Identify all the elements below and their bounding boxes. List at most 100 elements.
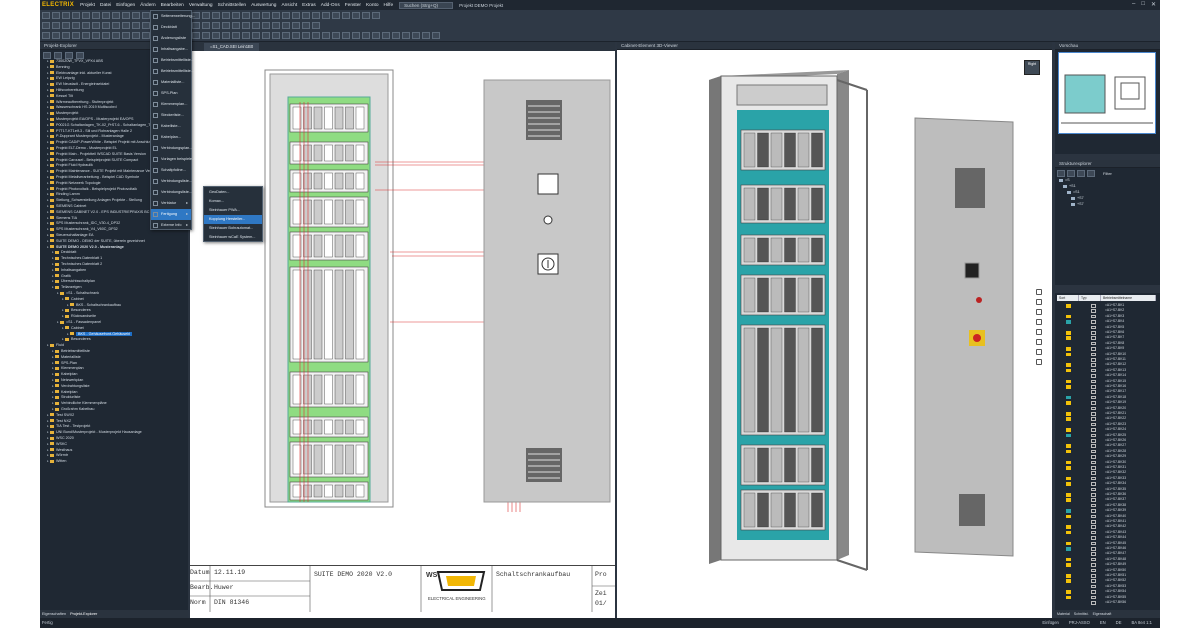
toolbar-button[interactable] [112, 32, 120, 39]
toolbar-button[interactable] [62, 32, 70, 39]
context-menu-item[interactable]: Materialliste... [151, 77, 191, 88]
device-row[interactable]: =A1+S7-BK36 [1057, 492, 1156, 497]
context-menu-item[interactable]: Vorlagen beispiele... [151, 154, 195, 165]
context-menu-item[interactable]: Schaltpfoline... [151, 165, 191, 176]
toolbar-button[interactable] [312, 12, 320, 19]
tree-item[interactable]: ▸Technisches Datenblatt 1 [42, 256, 102, 262]
print-icon[interactable] [1036, 359, 1042, 365]
menu-item[interactable]: Verwaltung [188, 2, 213, 8]
toolbar-button[interactable] [202, 32, 210, 39]
device-row[interactable]: =A1+S7-BK22 [1057, 416, 1156, 421]
expand-toggle-icon[interactable]: ▸ [47, 88, 49, 92]
expand-toggle-icon[interactable]: ▸ [47, 64, 49, 69]
expand-toggle-icon[interactable]: ▸ [47, 122, 49, 127]
toolbar-button[interactable] [242, 32, 250, 39]
toolbar-button[interactable] [62, 12, 70, 19]
expand-toggle-icon[interactable]: ▸ [62, 308, 64, 313]
submenu-item[interactable]: Steinhauer wCaE System... [204, 233, 262, 242]
device-row[interactable]: =A1+S7-BK38 [1057, 503, 1156, 508]
device-row[interactable]: =A1+S7-BK33 [1057, 476, 1156, 481]
expand-toggle-icon[interactable]: ▸ [52, 250, 54, 255]
tab-cabinet-document[interactable]: =S1_CAD.SEI Lein1B0 [204, 43, 260, 51]
toolbar-button[interactable] [262, 12, 270, 19]
col-betriebsmittel[interactable]: Betriebsmittelname [1101, 295, 1156, 301]
expand-toggle-icon[interactable]: ▸ [47, 111, 49, 116]
device-row[interactable]: =A1+S7-BK50 [1057, 568, 1156, 573]
submenu-item[interactable]: Komax... [204, 197, 262, 206]
tree-item[interactable]: ▸Materialliste [42, 355, 81, 361]
overview-thumbnail[interactable] [1058, 52, 1156, 134]
rotate-icon[interactable] [1036, 329, 1042, 335]
expand-toggle-icon[interactable]: ▸ [47, 441, 49, 446]
new-project-icon[interactable] [43, 52, 51, 59]
context-menu-item[interactable]: SPS-Plan [151, 88, 191, 99]
submenu-item[interactable]: Steinhauer PWA... [204, 206, 262, 215]
structure-node[interactable]: +S7 [1055, 196, 1084, 202]
tree-item[interactable]: ▸Elektroanlage inkl. aktueller Kunst [42, 71, 112, 77]
submenu-item[interactable]: Steinhauer Bohrautomat... [204, 224, 262, 233]
expand-toggle-icon[interactable]: ▸ [47, 204, 49, 208]
tree-item[interactable]: ▸SUITE DEMO 2020 V2.0 - Musteranlage [42, 245, 124, 251]
toolbar-button[interactable] [372, 32, 380, 39]
toolbar-button[interactable] [302, 12, 310, 19]
tree-item[interactable]: ▸7300Z0W_TFVX_VPX4 ABS [42, 59, 103, 65]
device-row[interactable]: =A1+S7-BK12 [1057, 362, 1156, 367]
menu-item[interactable]: Ansicht [281, 2, 298, 8]
toolbar-button[interactable] [332, 32, 340, 39]
expand-toggle-icon[interactable]: ▸ [47, 59, 49, 63]
tree-item[interactable]: ▸=S1 - Schaltschrank [42, 291, 99, 297]
context-menu-item[interactable]: Kabelplan... [151, 132, 191, 143]
toolbar-button[interactable] [312, 22, 320, 29]
toolbar-button[interactable] [212, 32, 220, 39]
minimize-icon[interactable]: – [1132, 1, 1136, 7]
toolbar-button[interactable] [82, 12, 90, 19]
tree-item[interactable]: ▸Projekt ELT-Demo - Musterprojekt EL [42, 146, 117, 152]
toolbar-button[interactable] [202, 22, 210, 29]
toolbar-button[interactable] [332, 12, 340, 19]
device-row[interactable]: =A1+S7-BK23 [1057, 422, 1156, 427]
toolbar-button[interactable] [92, 22, 100, 29]
maximize-icon[interactable]: □ [1141, 1, 1145, 7]
toolbar-button[interactable] [282, 22, 290, 29]
expand-toggle-icon[interactable]: ▸ [47, 412, 49, 417]
expand-toggle-icon[interactable]: ▸ [47, 459, 49, 464]
expand-icon[interactable] [1057, 170, 1065, 177]
context-menu-item[interactable]: Verbiatur▸ [151, 198, 191, 209]
toolbar-button[interactable] [142, 32, 150, 39]
menu-item[interactable]: Extras [302, 2, 316, 8]
device-row[interactable]: =A1+S7-BK25 [1057, 433, 1156, 438]
device-row[interactable]: =A1+S7-BK19 [1057, 400, 1156, 405]
context-menu-item[interactable]: Klemmenplan... [151, 99, 191, 110]
tree-item[interactable]: ▸Betriebsmittelliste [42, 349, 90, 355]
device-row[interactable]: =A1+S7-BK37 [1057, 497, 1156, 502]
toolbar-button[interactable] [312, 32, 320, 39]
menu-item[interactable]: Hilfe [383, 2, 394, 8]
tree-item[interactable]: ▸Westhaus [42, 448, 72, 454]
cabinet-3d-viewer[interactable] [617, 50, 1052, 618]
tree-item[interactable]: ▸TIA Test - Testprojekt [42, 424, 90, 430]
toolbar-button[interactable] [192, 12, 200, 19]
toolbar-button[interactable] [222, 22, 230, 29]
toolbar-button[interactable] [82, 22, 90, 29]
device-row[interactable]: =A1+S7-BK18 [1057, 395, 1156, 400]
tree-item[interactable]: ▸Test NXZ [42, 419, 71, 425]
structure-node[interactable]: +S1 [1055, 184, 1076, 190]
expand-toggle-icon[interactable]: ▸ [47, 82, 49, 87]
tree-item[interactable]: ▸Großrahm Kabelbau [42, 407, 94, 413]
expand-toggle-icon[interactable]: ▸ [47, 209, 49, 214]
expand-toggle-icon[interactable]: ▸ [47, 105, 49, 110]
filter-icon[interactable] [1087, 170, 1095, 177]
tree-item[interactable]: ▸Projekt Carousel - Beispielprojekt SUIT… [42, 158, 138, 164]
expand-toggle-icon[interactable]: ▸ [62, 314, 64, 319]
expand-toggle-icon[interactable]: ▸ [47, 140, 49, 145]
toolbar-button[interactable] [432, 32, 440, 39]
expand-toggle-icon[interactable]: ▸ [47, 180, 49, 185]
expand-toggle-icon[interactable]: ▸ [47, 238, 49, 243]
context-menu-item[interactable]: Betriebsmittelliste... [151, 66, 194, 77]
section-icon[interactable] [1036, 349, 1042, 355]
device-row[interactable]: =A1+S7-BK56 [1057, 600, 1156, 605]
expand-toggle-icon[interactable]: ▸ [47, 227, 49, 232]
context-menu-item[interactable]: Steckerliste... [151, 110, 191, 121]
toolbar-button[interactable] [202, 12, 210, 19]
toolbar-button[interactable] [212, 22, 220, 29]
